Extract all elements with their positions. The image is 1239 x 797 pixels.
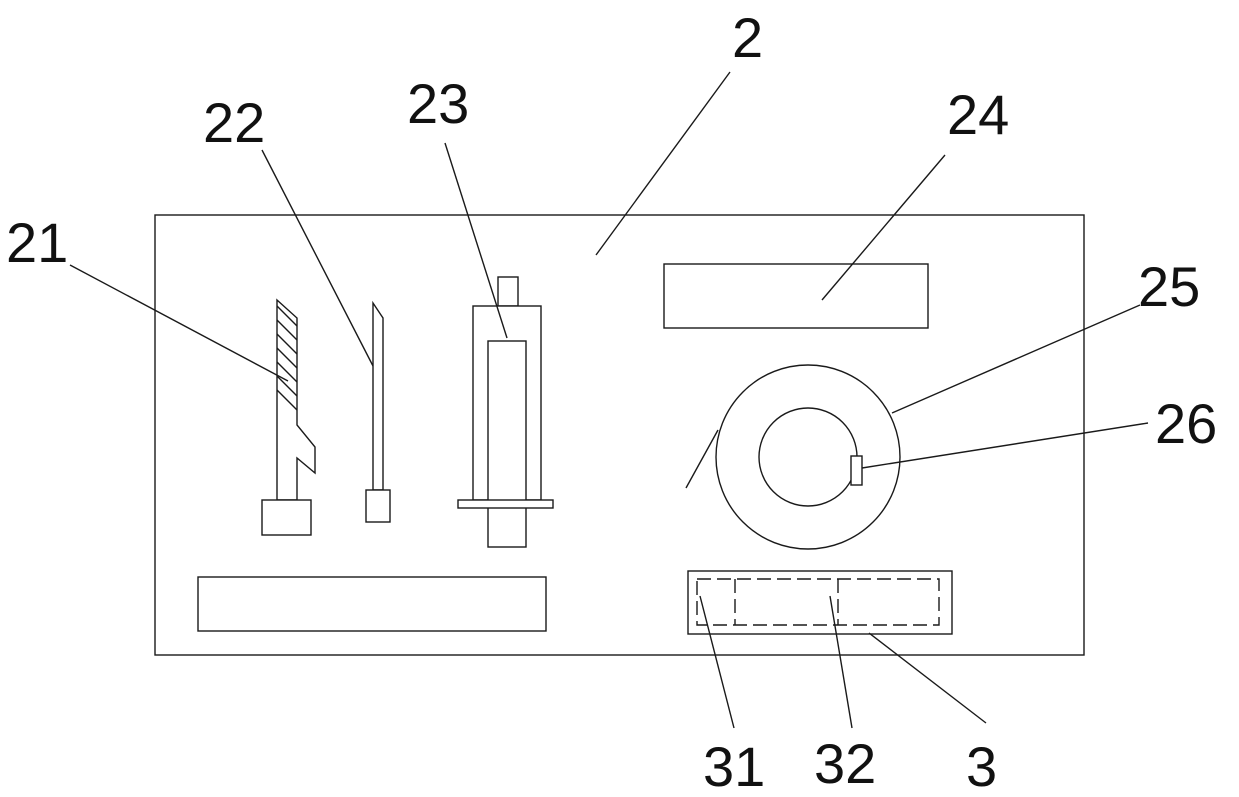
leader-lines: [70, 72, 1148, 728]
part-21-serrated-tool: [262, 300, 315, 535]
part-24-display: [664, 264, 928, 328]
part-25-ring: [716, 365, 900, 549]
part-3-compartment: [688, 571, 952, 634]
part-23-syringe: [458, 277, 553, 547]
main-board: [155, 215, 1084, 655]
label-3: 3: [966, 735, 997, 797]
label-32: 32: [814, 732, 876, 795]
part-22-probe: [366, 303, 390, 522]
label-26: 26: [1155, 392, 1217, 455]
label-23: 23: [407, 72, 469, 135]
bottom-left-slot: [198, 577, 546, 631]
part-26-tab: [851, 456, 862, 485]
label-24: 24: [947, 83, 1009, 146]
label-2: 2: [732, 6, 763, 69]
label-25: 25: [1138, 255, 1200, 318]
label-31: 31: [703, 735, 765, 797]
label-22: 22: [203, 91, 265, 154]
label-21: 21: [6, 211, 68, 274]
